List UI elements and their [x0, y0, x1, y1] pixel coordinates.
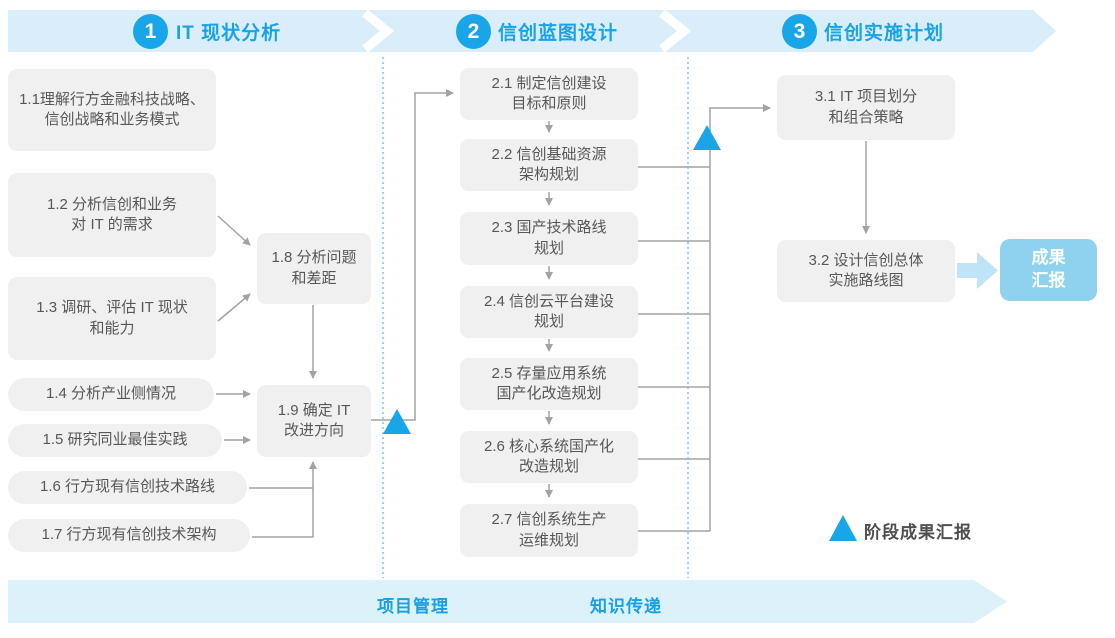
box-1-5-peer-best-practice: 1.5 研究同业最佳实践	[8, 424, 222, 457]
chevron-separator-icon	[362, 9, 395, 53]
result-flow-arrow-icon	[957, 252, 998, 289]
box-1-8-gap-analysis: 1.8 分析问题 和差距	[257, 233, 371, 304]
result-report-box: 成果 汇报	[1000, 239, 1097, 301]
phase-2-number-badge: 2	[456, 14, 491, 49]
connector-1-2-to-1-8	[217, 215, 251, 246]
connector-1-3-to-1-8	[217, 293, 251, 322]
box-2-7-ops-plan: 2.7 信创系统生产 运维规划	[460, 504, 638, 557]
phase-3-number-badge: 3	[782, 14, 817, 49]
bottom-band	[8, 580, 1007, 623]
box-2-4-cloud-platform-plan: 2.4 信创云平台建设 规划	[460, 286, 638, 338]
box-2-6-core-system-localization: 2.6 核心系统国产化 改造规划	[460, 431, 638, 483]
connector-1-7-to-1-9	[252, 461, 317, 538]
box-2-1-goals-principles: 2.1 制定信创建设 目标和原则	[460, 68, 638, 120]
bus-to-3-1	[709, 104, 771, 531]
box-3-1-project-portfolio: 3.1 IT 项目划分 和组合策略	[777, 75, 955, 140]
phase-1-number-badge: 1	[133, 14, 168, 49]
phase-1-title: IT 现状分析	[176, 23, 282, 44]
milestone-triangle-icon	[693, 125, 721, 150]
box-2-3-domestic-tech-route: 2.3 国产技术路线 规划	[460, 212, 638, 265]
legend-triangle-icon	[829, 515, 857, 541]
box-1-3-assess-it-status: 1.3 调研、评估 IT 现状 和能力	[8, 277, 216, 360]
legend-label: 阶段成果汇报	[864, 523, 972, 542]
phase-3-title: 信创实施计划	[824, 23, 945, 44]
box-1-1-understand-strategy: 1.1理解行方金融科技战略、 信创战略和业务模式	[8, 69, 216, 151]
box-1-7-existing-tech-architecture: 1.7 行方现有信创技术架构	[8, 519, 250, 552]
milestone-triangle-icon	[383, 409, 411, 434]
bottom-band-label-project-management: 项目管理	[377, 597, 449, 616]
box-1-9-improvement-direction: 1.9 确定 IT 改进方向	[257, 385, 371, 457]
chevron-separator-icon	[659, 9, 692, 53]
box-3-2-roadmap-design: 3.2 设计信创总体 实施路线图	[777, 240, 955, 302]
box-1-2-analyze-demand: 1.2 分析信创和业务 对 IT 的需求	[8, 173, 216, 257]
box-1-4-industry-analysis: 1.4 分析产业侧情况	[8, 378, 214, 411]
box-2-5-legacy-app-localization: 2.5 存量应用系统 国产化改造规划	[460, 358, 638, 410]
bottom-band-label-knowledge-transfer: 知识传递	[590, 597, 662, 616]
box-1-6-existing-tech-route: 1.6 行方现有信创技术路线	[8, 471, 247, 504]
phase-2-title: 信创蓝图设计	[498, 23, 619, 44]
box-2-2-infra-resource-plan: 2.2 信创基础资源 架构规划	[460, 139, 638, 191]
